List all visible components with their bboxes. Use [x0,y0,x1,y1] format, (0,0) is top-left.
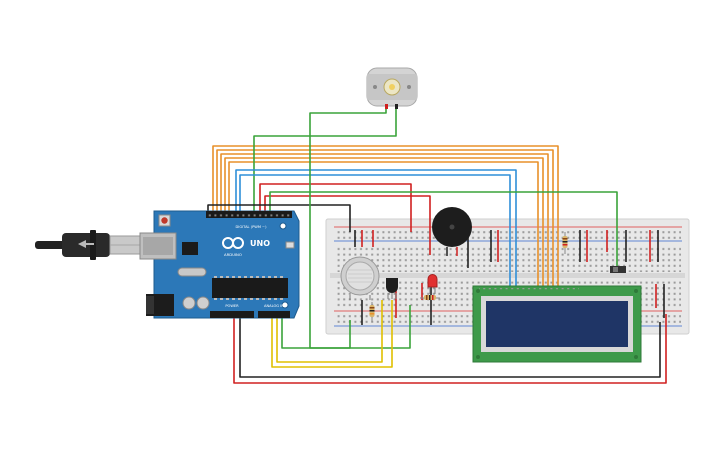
wire-red-1 [259,183,412,232]
resistor [420,295,440,300]
wire-orange-3 [220,153,549,288]
wire-green-motor [253,108,397,214]
reset-button-icon [161,217,168,224]
dc-motor [366,67,418,109]
wire-blue-1 [235,169,517,288]
wire-yellow-1 [271,300,393,368]
wire-yellow-2 [276,300,383,363]
arduino-uno: DIGITAL (PWM ~) UNO ARDUINO POWER ANALOG… [139,210,300,319]
resistor [369,302,375,322]
wire-green-switch [269,191,618,268]
gas-sensor [340,256,380,300]
slide-switch [610,266,626,273]
temperature-sensor [386,278,398,299]
usb-cable [35,230,151,260]
wire-black-1 [207,204,351,232]
wire-red-power [233,314,667,384]
wire-orange-5 [228,161,539,288]
resistor [562,232,568,254]
wire-blue-2 [239,174,511,288]
wire-orange-4 [224,157,544,288]
wire-orange-2 [216,149,554,288]
piezo-buzzer [432,207,472,256]
lcd-16x2 [472,285,642,363]
wires [207,108,667,384]
arduino-logo: UNO ARDUINO [222,237,270,257]
red-led [427,274,438,294]
model-label: UNO [250,239,270,248]
analog-header-label: ANALOG IN [264,304,284,308]
digital-header-label: DIGITAL (PWM ~) [236,225,268,229]
wire-orange-1 [212,145,559,288]
wire-green-analog [281,305,411,349]
power-header-label: POWER [225,304,239,308]
wire-green-motor-2 [309,108,387,349]
wire-black-power [239,318,661,378]
usb-icon [78,240,94,248]
brand-label: ARDUINO [224,252,242,257]
